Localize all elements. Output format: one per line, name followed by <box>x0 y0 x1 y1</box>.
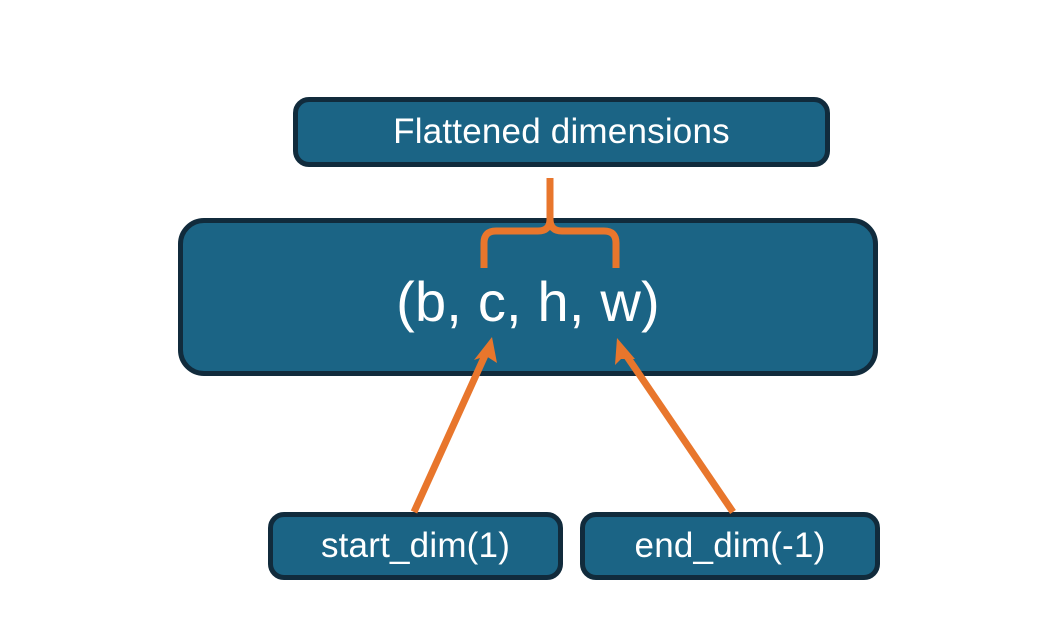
node-flattened-dimensions: Flattened dimensions <box>293 97 830 167</box>
node-start-dim-label: start_dim(1) <box>320 526 511 565</box>
node-end-dim: end_dim(-1) <box>580 512 880 580</box>
node-tensor-shape: (b, c, h, w) <box>178 218 878 376</box>
node-start-dim: start_dim(1) <box>268 512 563 580</box>
node-flattened-dimensions-label: Flattened dimensions <box>393 112 730 151</box>
arrow-end-dim-shaft <box>621 350 736 514</box>
node-end-dim-label: end_dim(-1) <box>634 526 826 565</box>
node-tensor-shape-label: (b, c, h, w) <box>396 269 660 333</box>
